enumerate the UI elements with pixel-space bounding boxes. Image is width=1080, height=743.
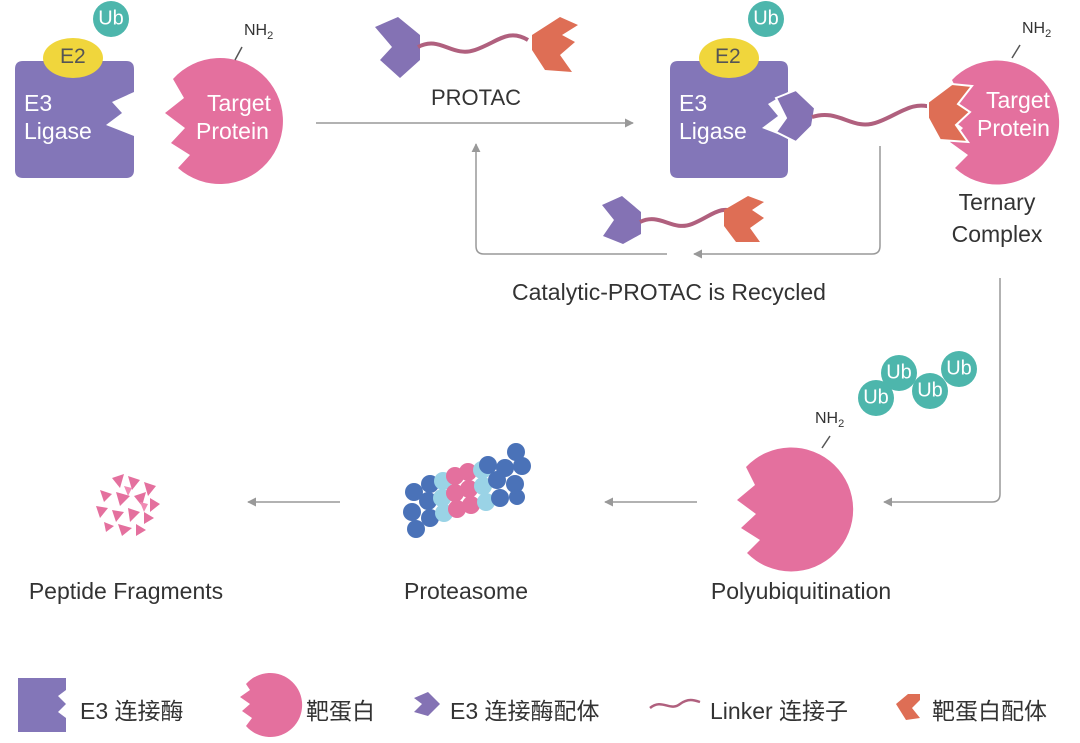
ternary-ub-label: Ub — [753, 7, 779, 30]
ternary-target-label-line1: Target — [986, 87, 1050, 113]
polyub-nh2-label: NH2 — [815, 410, 845, 431]
legend-e3-ligand-label: E3 连接酶配体 — [450, 698, 600, 724]
target-protein-label-line2: Protein — [196, 118, 269, 144]
ternary-caption-line2: Complex — [951, 221, 1043, 247]
polyub-target-protein-shape — [737, 447, 854, 572]
ternary-caption-line1: Ternary — [958, 189, 1036, 215]
target-protein-shape — [165, 58, 283, 185]
polyubiquitination-caption: Polyubiquitination — [710, 578, 892, 604]
e3-ligase-label-line1: E3 — [24, 90, 53, 116]
legend-e3-ligase-icon — [18, 678, 66, 732]
legend-target-protein-icon — [240, 673, 303, 737]
proteasome-caption: Proteasome — [403, 578, 529, 604]
nh2-label: NH2 — [244, 22, 274, 43]
ternary-e2-shape — [699, 38, 759, 78]
polyub-ub-label-2: Ub — [886, 361, 912, 384]
e2-label: E2 — [60, 45, 86, 68]
polyub-ub-label-3: Ub — [917, 379, 943, 402]
e3-ligase-label-line2: Ligase — [24, 118, 92, 144]
legend-linker-label: Linker 连接子 — [710, 698, 849, 724]
peptide-fragments-caption: Peptide Fragments — [28, 578, 224, 604]
proteasome-shape — [403, 443, 531, 538]
recycle-arrow-up — [471, 143, 667, 255]
polyub-ub-3 — [912, 373, 948, 409]
protac-molecule — [375, 17, 578, 78]
ternary-e2-label: E2 — [715, 45, 741, 68]
polyub-ub-label-1: Ub — [863, 386, 889, 409]
legend-e3-ligase-label: E3 连接酶 — [80, 698, 184, 724]
ternary-target-protein-shape — [946, 60, 1060, 185]
polyub-ub-4 — [941, 351, 977, 387]
ub-label: Ub — [98, 7, 124, 30]
polyub-nh2-bond — [821, 435, 831, 449]
legend-linker-icon — [649, 698, 701, 710]
nh2-bond — [234, 46, 243, 61]
legend-e3-ligand-icon — [414, 692, 440, 716]
peptide-fragments-shape — [96, 474, 160, 536]
polyub-ub-2 — [881, 355, 917, 391]
polyub-ub-label-4: Ub — [946, 357, 972, 380]
polyub-ub-1 — [858, 380, 894, 416]
recycle-arrow-back — [693, 146, 881, 259]
arrow-to-polyubiquitination — [883, 278, 1001, 507]
ternary-e3-label-line1: E3 — [679, 90, 708, 116]
ternary-nh2-label: NH2 — [1022, 20, 1052, 41]
protac-label: PROTAC — [430, 85, 522, 110]
target-protein-label-line1: Target — [207, 90, 271, 116]
ternary-e3-ligase-shape — [670, 61, 788, 178]
legend-target-protein-label: 靶蛋白 — [306, 698, 375, 724]
recycled-protac-molecule — [602, 196, 764, 244]
ubiquitin-shape — [93, 1, 129, 37]
ternary-target-label-line2: Protein — [977, 115, 1050, 141]
legend-target-ligand-label: 靶蛋白配体 — [932, 698, 1047, 724]
legend-target-ligand-icon — [896, 694, 920, 720]
recycled-label: Catalytic-PROTAC is Recycled — [512, 279, 826, 305]
ternary-e3-label-line2: Ligase — [679, 118, 747, 144]
ternary-nh2-bond — [1011, 44, 1021, 59]
e3-ligase-shape — [15, 61, 134, 178]
e2-shape — [43, 38, 103, 78]
ternary-ubiquitin-shape — [748, 1, 784, 37]
